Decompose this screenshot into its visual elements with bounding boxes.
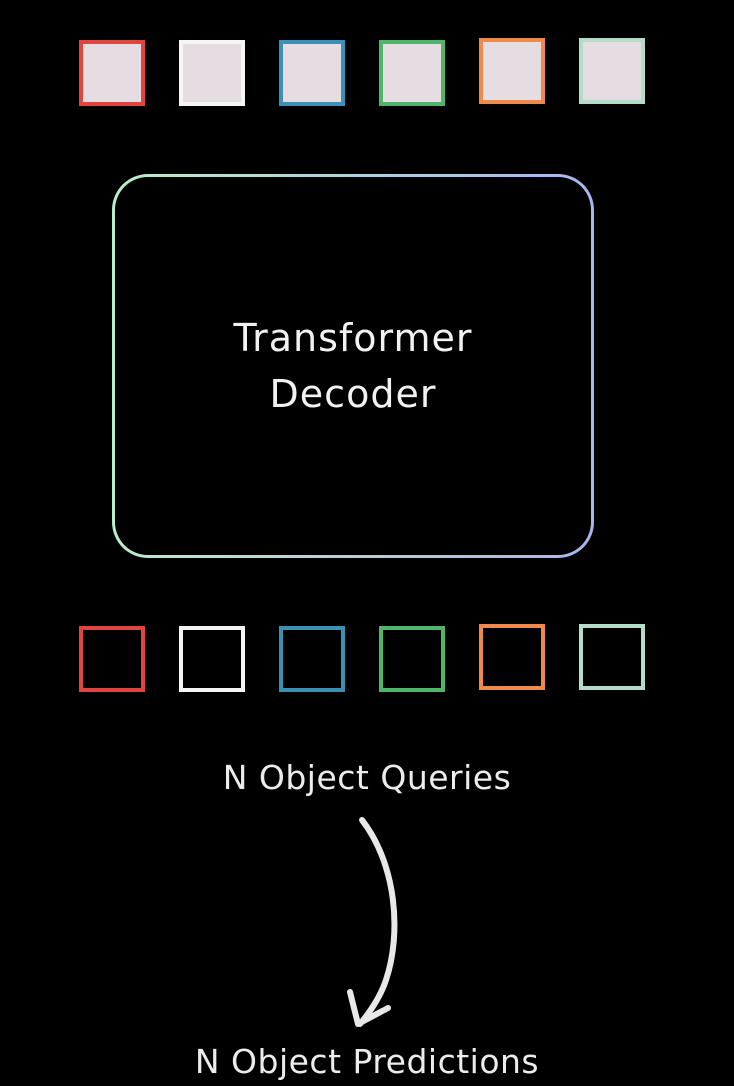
query-token-blue — [279, 626, 345, 692]
object-queries-label: N Object Queries — [222, 758, 512, 797]
output-token-mint — [579, 38, 645, 104]
decoder-inner: Transformer Decoder — [115, 177, 591, 555]
query-token-red — [79, 626, 145, 692]
decoder-title-line1: Transformer — [233, 316, 473, 360]
object-predictions-label: N Object Predictions — [194, 1042, 540, 1081]
output-token-blue — [279, 40, 345, 106]
query-token-green — [379, 626, 445, 692]
output-token-orange — [479, 38, 545, 104]
transformer-decoder-box: Transformer Decoder — [112, 174, 594, 558]
output-token-white — [179, 40, 245, 106]
curved-down-arrow-icon — [347, 817, 398, 1027]
decoder-title-line2: Decoder — [269, 372, 437, 416]
query-token-mint — [579, 624, 645, 690]
output-token-green — [379, 40, 445, 106]
query-token-orange — [479, 624, 545, 690]
query-token-white — [179, 626, 245, 692]
output-token-red — [79, 40, 145, 106]
